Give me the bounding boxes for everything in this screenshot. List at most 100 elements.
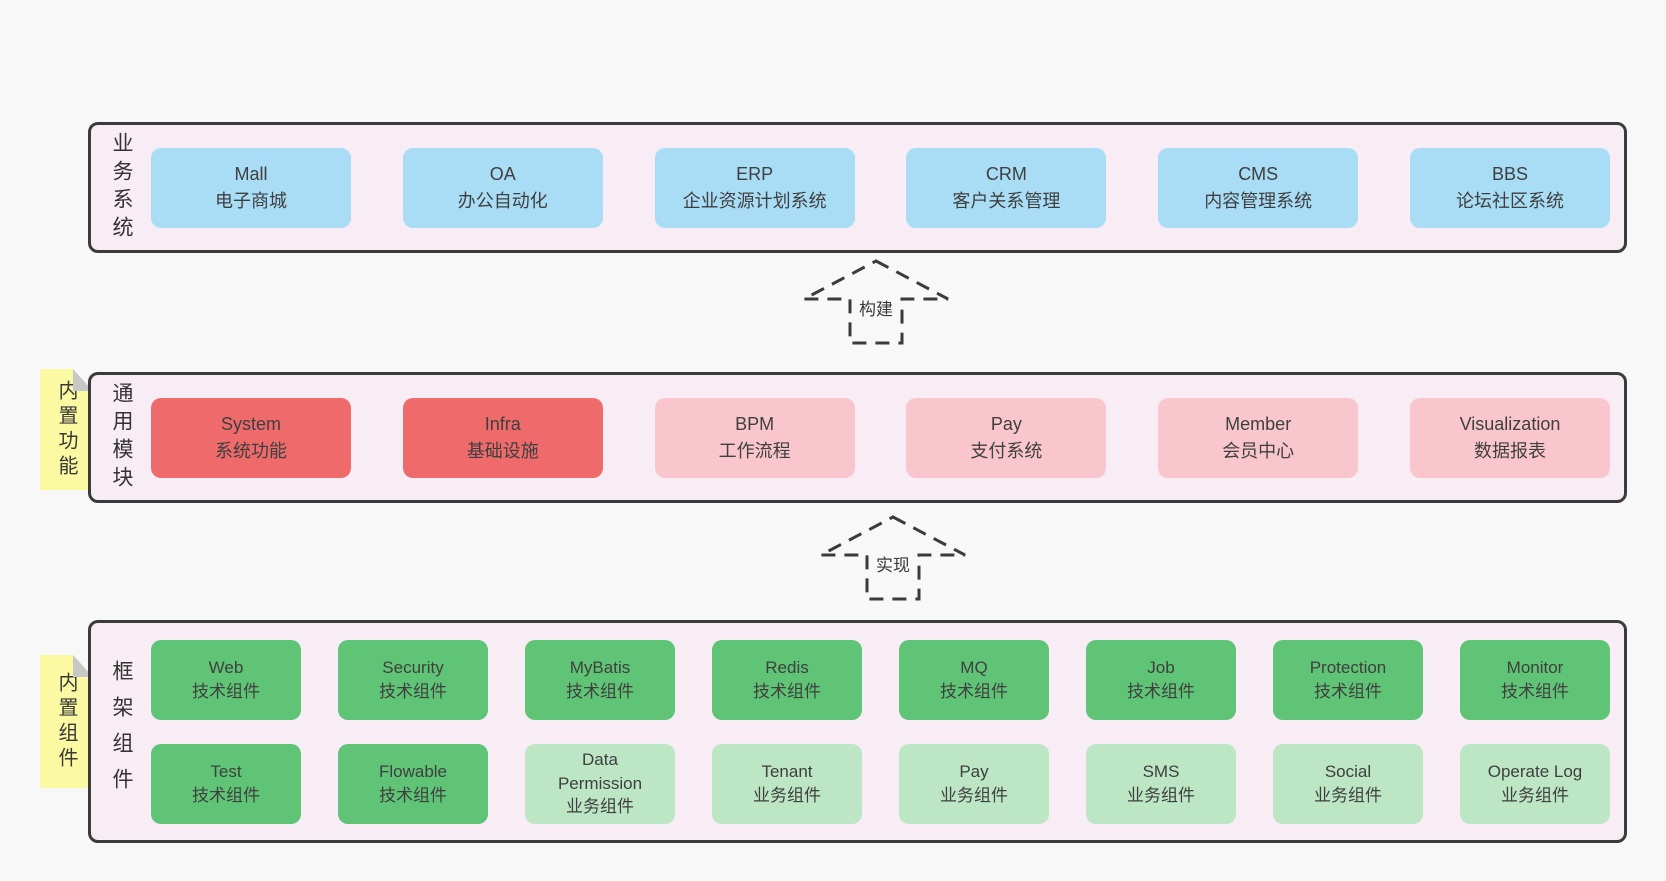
box-title: OA xyxy=(489,163,516,184)
arrow-build-label: 构建 xyxy=(856,294,896,321)
box-redis: Redis 技术组件 xyxy=(712,639,862,720)
box-title: MyBatis xyxy=(569,657,631,677)
box-title: BBS xyxy=(1491,163,1528,184)
box-member: Member 会员中心 xyxy=(1158,397,1359,478)
box-title: Monitor xyxy=(1506,657,1564,677)
box-title: CRM xyxy=(985,163,1027,184)
box-subtitle: 电子商城 xyxy=(215,190,287,211)
box-title: Test xyxy=(210,761,242,781)
box-subtitle: 技术组件 xyxy=(753,681,821,701)
box-subtitle: 技术组件 xyxy=(1314,681,1382,701)
box-subtitle: 技术组件 xyxy=(379,785,447,805)
box-visualization: Visualization 数据报表 xyxy=(1409,397,1610,478)
box-title: Web xyxy=(208,657,244,677)
sticky-note-built-in-features: 内置功能 xyxy=(40,369,93,490)
box-crm: CRM 客户关系管理 xyxy=(906,147,1107,228)
box-mall: Mall 电子商城 xyxy=(151,147,351,228)
framework-components-label: 框架组件 xyxy=(110,659,133,804)
box-subtitle: 内容管理系统 xyxy=(1204,190,1313,211)
box-title: Data Permission xyxy=(557,749,643,793)
box-monitor: Monitor 技术组件 xyxy=(1460,639,1610,720)
common-modules-row: System 系统功能 Infra 基础设施 BPM 工作流程 Pay 支付系统… xyxy=(151,375,1624,500)
box-title: System xyxy=(220,413,281,434)
box-title: ERP xyxy=(736,163,774,184)
box-cms: CMS 内容管理系统 xyxy=(1158,147,1359,228)
box-mybatis: MyBatis 技术组件 xyxy=(525,639,675,720)
box-sms: SMS 业务组件 xyxy=(1086,743,1236,824)
business-systems-label: 业务系统 xyxy=(110,131,133,244)
box-title: Member xyxy=(1225,413,1292,434)
box-title: Pay xyxy=(959,761,989,781)
box-title: CMS xyxy=(1238,163,1279,184)
box-mq: MQ 技术组件 xyxy=(899,639,1049,720)
box-data-permission: Data Permission 业务组件 xyxy=(525,743,675,824)
box-operate-log: Operate Log 业务组件 xyxy=(1460,743,1610,824)
box-subtitle: 技术组件 xyxy=(192,681,260,701)
box-subtitle: 业务组件 xyxy=(1314,785,1382,805)
framework-components-panel: 框架组件 Web 技术组件 Security 技术组件 MyBatis 技术组件… xyxy=(88,620,1627,843)
business-systems-row: Mall 电子商城 OA 办公自动化 ERP 企业资源计划系统 CRM 客户关系… xyxy=(151,125,1624,250)
box-infra: Infra 基础设施 xyxy=(402,397,603,478)
box-subtitle: 业务组件 xyxy=(566,797,634,817)
box-title: BPM xyxy=(735,413,775,434)
box-subtitle: 技术组件 xyxy=(1501,681,1569,701)
box-title: Flowable xyxy=(378,761,448,781)
box-subtitle: 技术组件 xyxy=(940,681,1008,701)
arrow-build: 构建 xyxy=(801,258,951,346)
box-subtitle: 论坛社区系统 xyxy=(1455,190,1564,211)
arrow-implement-label: 实现 xyxy=(873,550,913,577)
up-arrow-icon xyxy=(803,259,949,345)
box-subtitle: 支付系统 xyxy=(970,440,1043,461)
box-subtitle: 数据报表 xyxy=(1473,440,1546,461)
box-flowable: Flowable 技术组件 xyxy=(338,743,488,824)
box-title: Redis xyxy=(765,657,809,677)
box-oa: OA 办公自动化 xyxy=(402,147,603,228)
box-tenant: Tenant 业务组件 xyxy=(712,743,862,824)
box-bbs: BBS 论坛社区系统 xyxy=(1409,147,1610,228)
box-title: Visualization xyxy=(1459,413,1561,434)
box-erp: ERP 企业资源计划系统 xyxy=(654,147,855,228)
box-protection: Protection 技术组件 xyxy=(1273,639,1423,720)
box-subtitle: 企业资源计划系统 xyxy=(682,190,827,211)
box-test: Test 技术组件 xyxy=(151,743,301,824)
box-title: Social xyxy=(1324,761,1372,781)
components-row-1: Web 技术组件 Security 技术组件 MyBatis 技术组件 Redi… xyxy=(151,639,1610,720)
box-title: Operate Log xyxy=(1487,761,1583,781)
sticky-note-built-in-components: 内置组件 xyxy=(40,655,93,788)
box-bpm: BPM 工作流程 xyxy=(654,397,855,478)
box-subtitle: 系统功能 xyxy=(215,440,287,461)
box-subtitle: 技术组件 xyxy=(1127,681,1195,701)
common-modules-panel: 通用模块 System 系统功能 Infra 基础设施 BPM 工作流程 Pay… xyxy=(88,372,1627,503)
box-subtitle: 客户关系管理 xyxy=(952,190,1061,211)
box-security: Security 技术组件 xyxy=(338,639,488,720)
box-pay-component: Pay 业务组件 xyxy=(899,743,1049,824)
box-system: System 系统功能 xyxy=(151,397,351,478)
components-row-2: Test 技术组件 Flowable 技术组件 Data Permission … xyxy=(151,743,1610,824)
box-subtitle: 技术组件 xyxy=(566,681,634,701)
box-subtitle: 技术组件 xyxy=(192,785,260,805)
box-subtitle: 业务组件 xyxy=(940,785,1008,805)
framework-components-grid: Web 技术组件 Security 技术组件 MyBatis 技术组件 Redi… xyxy=(151,623,1624,840)
box-title: Protection xyxy=(1309,657,1387,677)
up-arrow-icon xyxy=(820,515,966,601)
box-title: Pay xyxy=(990,413,1022,434)
box-subtitle: 工作流程 xyxy=(718,440,791,461)
box-social: Social 业务组件 xyxy=(1273,743,1423,824)
box-title: MQ xyxy=(960,657,988,677)
box-subtitle: 技术组件 xyxy=(379,681,447,701)
box-job: Job 技术组件 xyxy=(1086,639,1236,720)
box-title: Security xyxy=(382,657,444,677)
box-subtitle: 基础设施 xyxy=(466,440,539,461)
box-title: SMS xyxy=(1142,761,1180,781)
arrow-implement: 实现 xyxy=(818,514,968,602)
box-web: Web 技术组件 xyxy=(151,639,301,720)
box-subtitle: 业务组件 xyxy=(753,785,821,805)
box-title: Tenant xyxy=(761,761,813,781)
box-subtitle: 办公自动化 xyxy=(457,190,548,211)
box-title: Mall xyxy=(234,163,268,184)
box-title: Infra xyxy=(484,413,521,434)
box-pay-module: Pay 支付系统 xyxy=(906,397,1107,478)
box-subtitle: 业务组件 xyxy=(1501,785,1569,805)
box-title: Job xyxy=(1147,657,1175,677)
